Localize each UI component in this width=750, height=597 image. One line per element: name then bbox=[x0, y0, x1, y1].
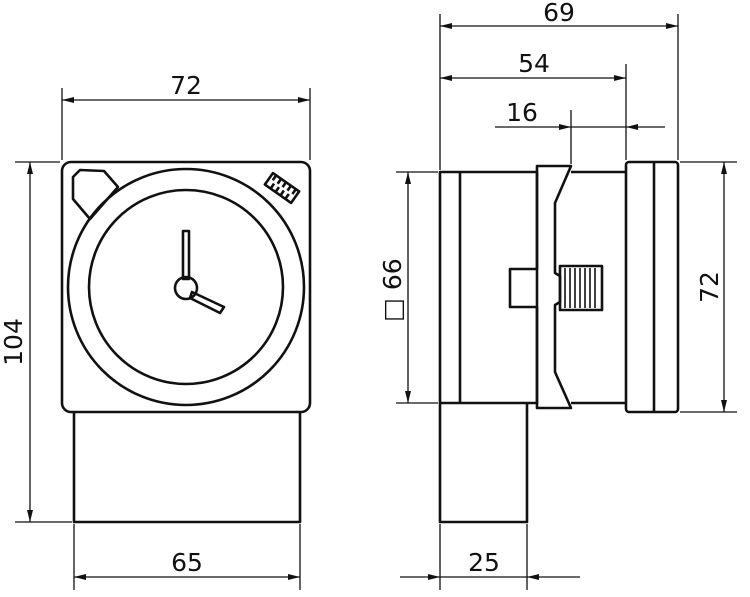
front-dimensions: 72 104 65 bbox=[0, 71, 311, 590]
side-view bbox=[438, 160, 680, 524]
side-flange bbox=[624, 160, 680, 414]
knurling bbox=[564, 268, 596, 308]
dim-label-depth-to-flange: 54 bbox=[518, 49, 550, 78]
side-rear-body bbox=[438, 170, 539, 405]
connector-symbol-icon bbox=[263, 171, 301, 205]
front-panel bbox=[60, 160, 312, 414]
dim-label-front-bottom-width: 65 bbox=[171, 548, 203, 577]
clock-minute-hand bbox=[188, 290, 226, 315]
side-collar bbox=[508, 164, 573, 410]
dim-label-flange-offset: 16 bbox=[506, 98, 538, 127]
adjustment-knob bbox=[558, 264, 604, 312]
dim-label-flange-height: 72 bbox=[695, 271, 724, 303]
clock-hour-hand bbox=[181, 229, 191, 281]
side-lower-stub bbox=[438, 403, 529, 524]
dial-face bbox=[87, 188, 285, 386]
side-front-body bbox=[571, 170, 626, 405]
dim-label-front-width: 72 bbox=[170, 71, 202, 100]
front-view bbox=[60, 160, 312, 524]
dim-label-panel-cutout: □ 66 bbox=[378, 258, 407, 321]
clock-center-hub bbox=[173, 275, 199, 301]
dim-label-overall-depth: 69 bbox=[543, 0, 575, 27]
front-lower-body bbox=[72, 412, 302, 524]
side-dimensions: 69 54 16 □ 66 72 25 bbox=[378, 0, 737, 590]
dial-outer-ring bbox=[66, 167, 306, 407]
dim-label-front-height: 104 bbox=[0, 318, 28, 366]
dim-label-stub-width: 25 bbox=[468, 548, 500, 577]
